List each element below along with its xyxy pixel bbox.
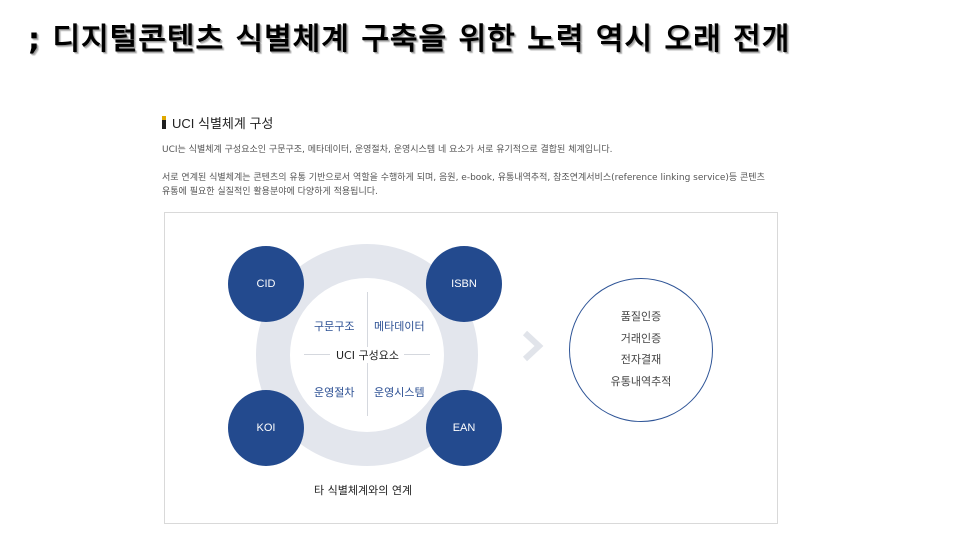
uci-components-label: UCI 구성요소 [334, 347, 401, 363]
section-heading-text: UCI 식별체계 구성 [172, 116, 274, 131]
section-heading: UCI 식별체계 구성 [162, 113, 273, 132]
divider-horizontal-right [404, 354, 430, 355]
applications-circle [569, 278, 713, 422]
description-paragraph-2: 서로 연계된 식별체계는 콘텐츠의 유통 기반으로서 역할을 수행하게 되며, … [162, 171, 765, 199]
description-paragraph-1: UCI는 식별체계 구성요소인 구문구조, 메타데이터, 운영절차, 운영시스템… [162, 145, 613, 155]
application-transaction-cert: 거래인증 [620, 331, 662, 345]
description-paragraph-2-line-2: 유통에 필요한 실질적인 활용분야에 다양하게 적용됩니다. [162, 187, 378, 197]
description-paragraph-2-line-1: 서로 연계된 식별체계는 콘텐츠의 유통 기반으로서 역할을 수행하게 되며, … [162, 173, 765, 183]
application-distribution-tracking: 유통내역추적 [610, 374, 672, 388]
application-quality-cert: 품질인증 [620, 310, 662, 323]
component-system: 운영시스템 [374, 386, 425, 399]
divider-horizontal-left [304, 354, 330, 355]
node-isbn: ISBN [426, 246, 502, 322]
component-procedure: 운영절차 [314, 386, 355, 399]
component-metadata: 메타데이터 [374, 320, 425, 333]
node-koi: KOI [228, 390, 304, 466]
node-ean: EAN [426, 390, 502, 466]
component-syntax: 구문구조 [314, 320, 355, 333]
diagram-caption: 타 식별체계와의 연계 [314, 484, 413, 497]
chevron-right-icon [522, 330, 544, 362]
heading-bar-icon [162, 116, 166, 129]
application-e-payment: 전자결재 [620, 353, 662, 366]
applications-list: 품질인증 거래인증 전자결재 유통내역추적 [569, 306, 713, 392]
slide-title: ; 디지털콘텐츠 식별체계 구축을 위한 노력 역시 오래 전개 [28, 22, 791, 57]
node-cid: CID [228, 246, 304, 322]
